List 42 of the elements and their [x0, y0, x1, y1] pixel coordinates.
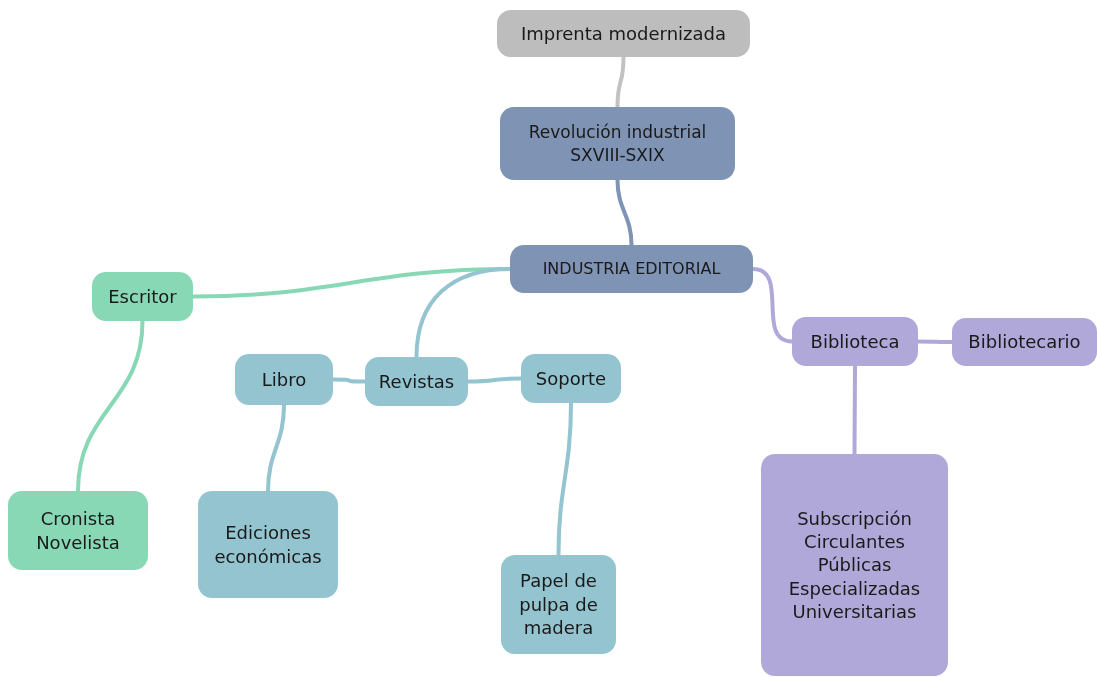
topic-text: Biblioteca — [810, 329, 900, 354]
topic-text: Cronista — [40, 507, 116, 531]
topic-text: Bibliotecario — [968, 330, 1081, 354]
connector-line — [466, 376, 523, 384]
topic-box — [497, 10, 750, 57]
topic-text: Circulantes — [804, 529, 905, 554]
topic-text: Novelista — [36, 530, 120, 554]
topic-text: Revistas — [378, 369, 455, 394]
topic-text: INDUSTRIA EDITORIAL — [542, 258, 721, 280]
topic-box — [952, 318, 1097, 366]
topic-box — [792, 317, 918, 366]
topic-box — [8, 491, 148, 570]
topic-text: Públicas — [817, 553, 892, 577]
topic-text: Libro — [261, 367, 307, 392]
topic-text: Revolución industrial SXVIII-SXIX — [527, 121, 708, 166]
topic-text: Imprenta modernizada — [520, 21, 726, 46]
topic-text: Ediciones económicas — [213, 521, 323, 568]
topic-box — [235, 354, 333, 405]
topic-text: Especializadas — [788, 576, 921, 601]
topic-box — [521, 354, 621, 403]
connector-line — [266, 403, 286, 493]
connector-line — [76, 319, 145, 493]
topic-box — [365, 357, 468, 406]
topic-text: Soporte — [535, 366, 607, 391]
topic-text: Universitarias — [792, 600, 917, 624]
connector-line — [751, 267, 794, 344]
topic-box — [198, 491, 338, 598]
topic-box — [92, 272, 193, 321]
connector-line — [414, 267, 512, 359]
topic-text: Escritor — [108, 284, 177, 309]
topic-box — [761, 454, 948, 676]
connector-line — [852, 364, 857, 456]
connector-line — [556, 401, 573, 557]
topic-box — [500, 107, 735, 180]
connector-line — [615, 55, 626, 109]
topic-text: Subscripción — [797, 506, 912, 530]
topic-box — [501, 555, 616, 654]
topic-text: Papel de pulpa de madera — [518, 569, 599, 640]
connector-line — [331, 377, 367, 384]
connector-line — [916, 339, 954, 344]
topic-box — [510, 245, 753, 293]
connector-line — [615, 178, 634, 247]
